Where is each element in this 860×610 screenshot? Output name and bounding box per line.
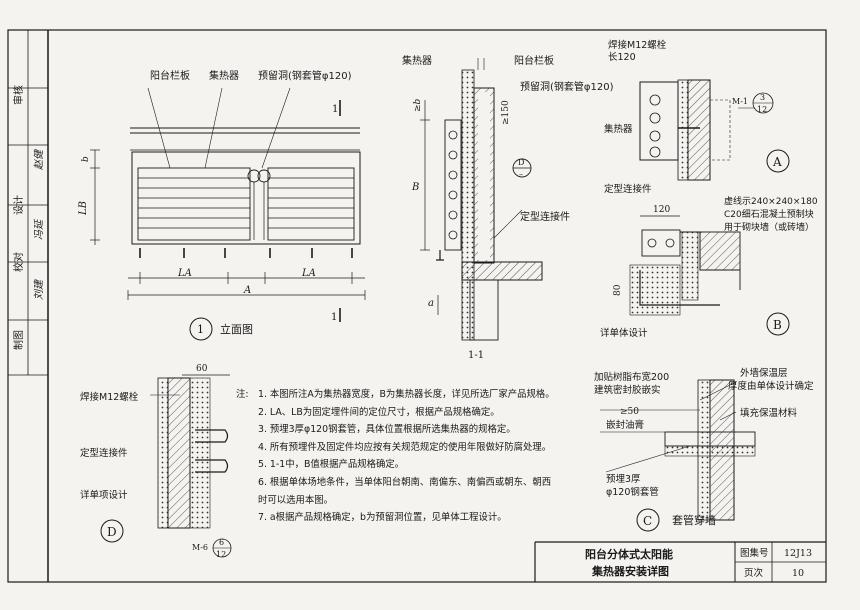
c-label-thickness: 厚度由单体设计确定 <box>728 380 814 392</box>
detail-d <box>100 374 232 558</box>
note-item: 时可以选用本图。 <box>258 494 334 506</box>
sidebar-label-design: 设计 <box>12 195 25 215</box>
a-dashed-note-3: 用于砌块墙（或砖墙） <box>724 221 814 233</box>
sec-dim-b-big: B <box>411 182 419 193</box>
c-label-pipe2: φ120钢套管 <box>606 486 659 498</box>
atlas-value: 12J13 <box>784 548 812 559</box>
section-1-1 <box>420 58 543 341</box>
sec-dim-150: ≥150 <box>501 100 511 125</box>
elev-section-mark-bottom: 1 <box>331 312 337 323</box>
elev-dim-la-left: LA <box>177 268 192 279</box>
elev-caption-text: 立面图 <box>220 322 253 336</box>
elev-label-reserved-hole: 预留洞(钢套管φ120) <box>258 69 352 82</box>
signature-1: 赵健 <box>33 148 45 170</box>
elev-dim-lb: LB <box>78 201 89 216</box>
title-block <box>534 541 826 582</box>
d-ref-den: 12 <box>216 550 226 559</box>
b-see-design: 详单体设计 <box>600 327 648 339</box>
c-label-fill: 填充保温材料 <box>740 407 798 419</box>
elev-dim-a: A <box>243 285 251 296</box>
notes-block: 注: 1. 本图所注A为集热器宽度，B为集热器长度，详见所选厂家产品规格。 2.… <box>236 386 581 527</box>
d-ref-num: 6 <box>219 538 224 547</box>
c-letter: C <box>643 514 652 528</box>
b-letter: B <box>773 318 782 332</box>
elev-label-collector: 集热器 <box>209 69 239 82</box>
a-ref-code: M-1 <box>732 97 748 106</box>
a-ref-den: 12 <box>757 105 767 114</box>
elev-dim-la-right: LA <box>301 268 316 279</box>
note-item: 5. 1-1中，B值根据产品规格确定。 <box>258 459 405 471</box>
note-item: 2. LA、LB为固定埋件间的定位尺寸，根据产品规格确定。 <box>258 406 500 418</box>
a-label-collector: 集热器 <box>604 123 633 135</box>
detail-b <box>629 215 790 336</box>
a-dashed-note-2: C20细石混凝土预制块 <box>724 208 814 220</box>
sec-dim-b-top: ≥b <box>413 98 423 112</box>
c-label-outer-insul: 外墙保温层 <box>740 367 788 379</box>
elev-section-mark-top: 1 <box>332 104 338 115</box>
sidebar-label-check: 校对 <box>12 252 25 272</box>
page-value: 10 <box>792 568 804 579</box>
sec-caption: 1-1 <box>468 350 484 361</box>
sidebar-label-draw: 制图 <box>12 330 25 350</box>
d-label-see-design: 详单项设计 <box>80 489 128 501</box>
a-label-bolt: 焊接M12螺栓 <box>608 39 667 51</box>
a-label-fixed-part: 定型连接件 <box>604 183 652 195</box>
d-dim-60: 60 <box>196 364 208 374</box>
c-label-cloth2: 建筑密封胶嵌实 <box>594 384 661 396</box>
sec-detail-ref-letter: D <box>518 158 524 167</box>
d-label-bolt: 焊接M12螺栓 <box>80 391 139 403</box>
sidebar-labels: 校对 设计 审核 制图 赵健 冯延 刘建 <box>12 85 45 350</box>
atlas-label: 图集号 <box>740 547 769 559</box>
d-letter: D <box>107 525 117 539</box>
detail-c <box>600 379 756 532</box>
note-item: 1. 本图所注A为集热器宽度，B为集热器长度，详见所选厂家产品规格。 <box>258 389 555 400</box>
sec-dim-a-small: a <box>428 298 434 309</box>
sheet-outer-border <box>7 29 827 583</box>
sec-label-reserved-hole: 预留洞(钢套管φ120) <box>520 80 614 93</box>
elevation-view <box>90 87 366 341</box>
signature-3: 刘建 <box>33 278 45 300</box>
note-item: 7. a根据产品规格确定，b为预留洞位置，见单体工程设计。 <box>258 512 507 524</box>
signature-2: 冯延 <box>33 218 45 240</box>
c-caption: 套管穿墙 <box>672 513 716 527</box>
b-dim-120: 120 <box>653 205 670 215</box>
elev-label-railing: 阳台栏板 <box>150 69 190 82</box>
sec-label-railing: 阳台栏板 <box>514 54 554 67</box>
note-item: 6. 根据单体场地条件，当单体阳台朝南、南偏东、南偏西或朝东、朝西 <box>258 476 552 488</box>
title-line-2: 集热器安装详图 <box>591 564 669 578</box>
a-ref-num: 3 <box>760 93 765 102</box>
sidebar-label-review: 审核 <box>12 85 25 105</box>
a-letter: A <box>772 155 782 169</box>
sec-detail-ref-sheet: – <box>519 170 523 179</box>
title-line-1: 阳台分体式太阳能 <box>585 547 673 561</box>
detail-a <box>639 79 790 181</box>
note-item: 3. 预埋3厚φ120钢套管，具体位置根据所选集热器的规格定。 <box>258 424 516 436</box>
elev-caption-number: 1 <box>197 323 204 336</box>
sec-label-fixed-part: 定型连接件 <box>520 210 570 223</box>
b-dim-80: 80 <box>613 284 623 296</box>
sec-label-collector: 集热器 <box>402 54 432 67</box>
page-label: 页次 <box>744 567 764 579</box>
note-item: 4. 所有预埋件及固定件均应按有关规范规定的使用年限做好防腐处理。 <box>258 441 552 453</box>
elev-dim-b: b <box>81 156 91 162</box>
a-dashed-note-1: 虚线示240×240×180 <box>724 195 818 207</box>
notes-heading: 注: <box>236 389 249 400</box>
a-label-bolt-len: 长120 <box>608 51 636 63</box>
c-label-pipe1: 预埋3厚 <box>606 474 641 485</box>
d-ref-code: M-6 <box>192 543 208 552</box>
c-label-cloth: 加贴树脂布宽200 <box>594 371 669 383</box>
d-label-fixed-part: 定型连接件 <box>80 447 128 459</box>
c-dim-50: ≥50 <box>620 407 639 417</box>
c-label-sealant: 嵌封油膏 <box>606 419 644 431</box>
